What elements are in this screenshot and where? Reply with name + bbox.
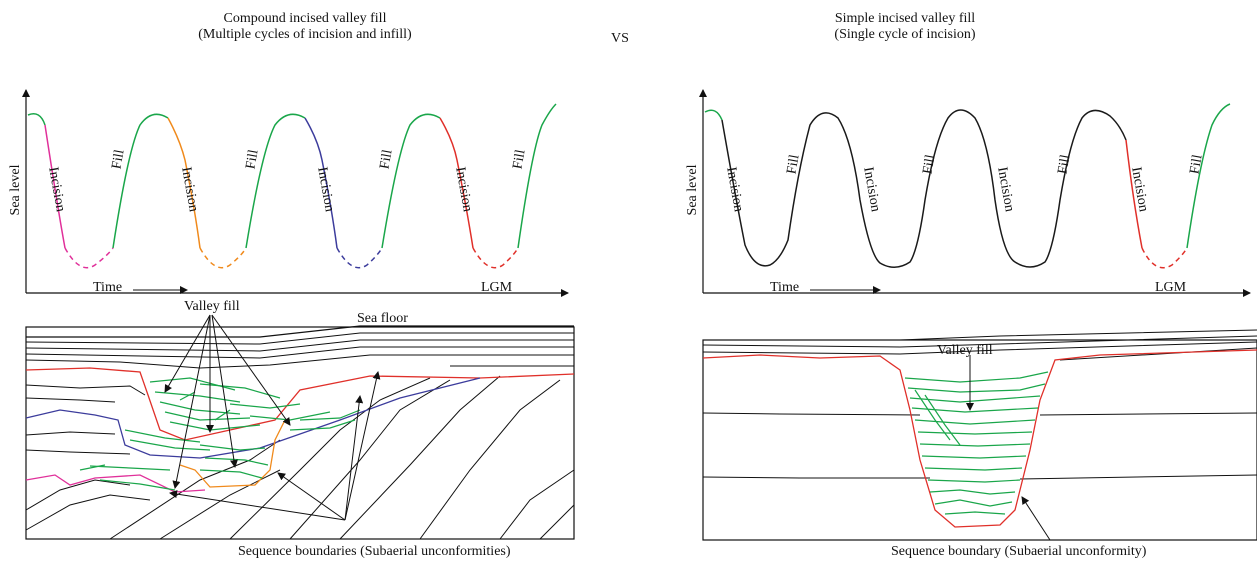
right-section-frame — [702, 339, 1257, 541]
left-sea-floor — [26, 325, 574, 338]
right-curve-black — [721, 109, 1127, 268]
left-curve-start — [27, 113, 46, 126]
left-low-3 — [336, 247, 383, 269]
left-valley-fill-label: Valley fill — [184, 299, 240, 314]
left-phase-label-6: Fill — [377, 148, 395, 170]
left-annotation-arrows — [164, 314, 381, 521]
left-boundary-purple — [25, 377, 481, 459]
left-title: Compound incised valley fill — [223, 11, 387, 26]
left-low-2 — [199, 247, 247, 269]
right-phase-label-1: Incision — [723, 166, 746, 213]
right-phase-label-5: Incision — [994, 166, 1017, 213]
right-boundary-label: Sequence boundary (Subaerial unconformit… — [891, 544, 1147, 559]
right-valley-fill-strokes — [904, 371, 1049, 515]
left-low-1 — [64, 247, 114, 269]
left-boundary-orange — [179, 419, 286, 488]
right-boundary-arrow — [1021, 496, 1051, 541]
sea-floor-label: Sea floor — [357, 311, 408, 326]
left-fill-3 — [381, 113, 441, 249]
right-phase-label-3: Incision — [860, 166, 883, 213]
right-phase-label-4: Fill — [920, 153, 938, 175]
left-section-frame — [25, 326, 575, 540]
left-boundary-red — [25, 367, 575, 441]
right-fill-green — [1186, 103, 1231, 249]
right-title: Simple incised valley fill — [834, 11, 976, 26]
left-valley-fill-strokes — [79, 377, 361, 491]
right-low-dashed — [1141, 247, 1188, 269]
right-sea-level-chart: Sea level Incision Fill Incision Fill In… — [685, 89, 1251, 297]
left-phase-label-8: Fill — [510, 148, 528, 170]
right-phase-label-7: Incision — [1128, 166, 1151, 213]
left-incision-1 — [44, 124, 66, 249]
left-low-4 — [472, 247, 519, 269]
left-subtitle: (Multiple cycles of incision and infill) — [198, 27, 412, 42]
left-boundary-pink — [25, 474, 206, 493]
left-ylabel: Sea level — [8, 164, 23, 215]
right-lgm-label: LGM — [1155, 280, 1187, 295]
left-fill-1 — [112, 113, 169, 249]
left-phase-label-7: Incision — [452, 166, 475, 213]
right-time-label: Time — [770, 280, 799, 295]
right-phase-label-6: Fill — [1055, 153, 1073, 175]
left-fill-4 — [517, 103, 557, 249]
left-lgm-label: LGM — [481, 280, 513, 295]
right-phase-label-2: Fill — [784, 153, 802, 175]
right-curve-start — [704, 109, 723, 121]
right-boundary-red — [702, 349, 1257, 528]
left-boundaries-label: Sequence boundaries (Subaerial unconform… — [238, 544, 511, 559]
right-subtitle: (Single cycle of incision) — [834, 27, 976, 42]
left-time-label: Time — [93, 280, 122, 295]
left-cross-section — [25, 314, 575, 540]
left-sea-level-chart: Sea level Incision Fill Incision Fill In… — [8, 89, 569, 297]
right-ylabel: Sea level — [685, 164, 700, 215]
right-sea-floor — [703, 329, 1257, 341]
left-fill-2 — [245, 113, 306, 249]
left-incision-2 — [167, 117, 201, 249]
left-incision-3 — [304, 117, 338, 249]
vs-label: VS — [611, 31, 629, 46]
left-incision-4 — [439, 117, 474, 249]
left-phase-label-5: Incision — [314, 166, 337, 213]
left-phase-label-1: Incision — [45, 166, 68, 213]
left-phase-label-3: Incision — [178, 166, 201, 213]
right-incision-red — [1125, 139, 1143, 249]
right-phase-label-8: Fill — [1187, 153, 1205, 175]
left-phase-label-2: Fill — [109, 148, 127, 170]
right-cross-section — [702, 329, 1257, 541]
right-valley-fill-label: Valley fill — [937, 343, 993, 358]
left-phase-label-4: Fill — [243, 148, 261, 170]
